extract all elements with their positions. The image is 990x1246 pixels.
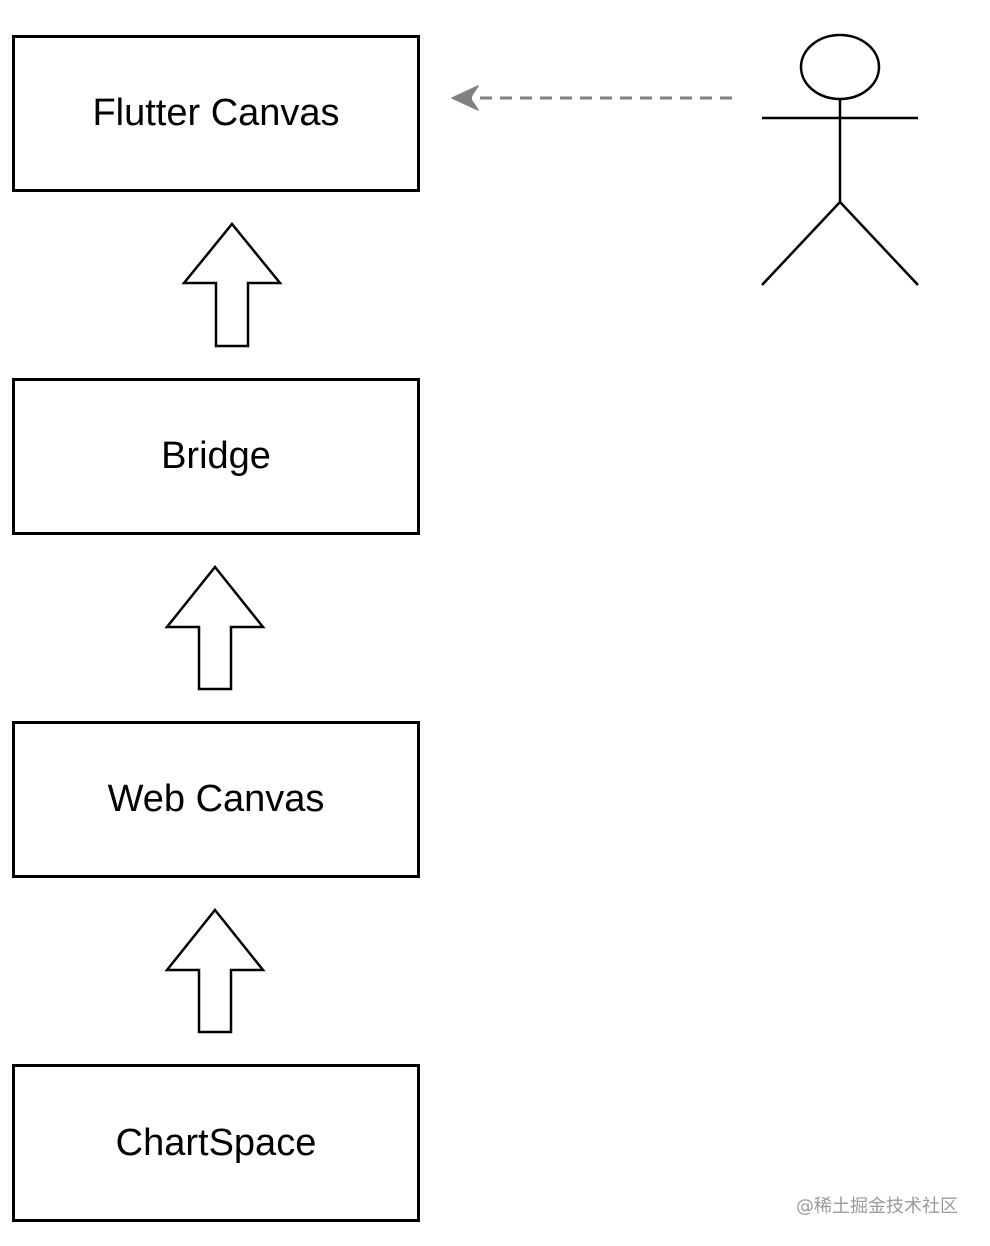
web-canvas-box: Web Canvas bbox=[12, 721, 420, 878]
flutter-canvas-box: Flutter Canvas bbox=[12, 35, 420, 192]
bridge-box: Bridge bbox=[12, 378, 420, 535]
up-arrow-icon bbox=[181, 222, 283, 348]
up-arrow-icon bbox=[164, 564, 266, 691]
dashed-left-arrow-icon bbox=[451, 85, 732, 111]
bridge-label: Bridge bbox=[161, 435, 271, 477]
flutter-canvas-label: Flutter Canvas bbox=[92, 92, 340, 134]
up-arrow-icon bbox=[164, 907, 266, 1034]
chartspace-box: ChartSpace bbox=[12, 1064, 420, 1222]
stick-figure-icon bbox=[761, 33, 919, 286]
web-canvas-label: Web Canvas bbox=[107, 778, 325, 820]
watermark: @稀土掘金技术社区 bbox=[796, 1196, 958, 1217]
chartspace-label: ChartSpace bbox=[115, 1121, 317, 1164]
